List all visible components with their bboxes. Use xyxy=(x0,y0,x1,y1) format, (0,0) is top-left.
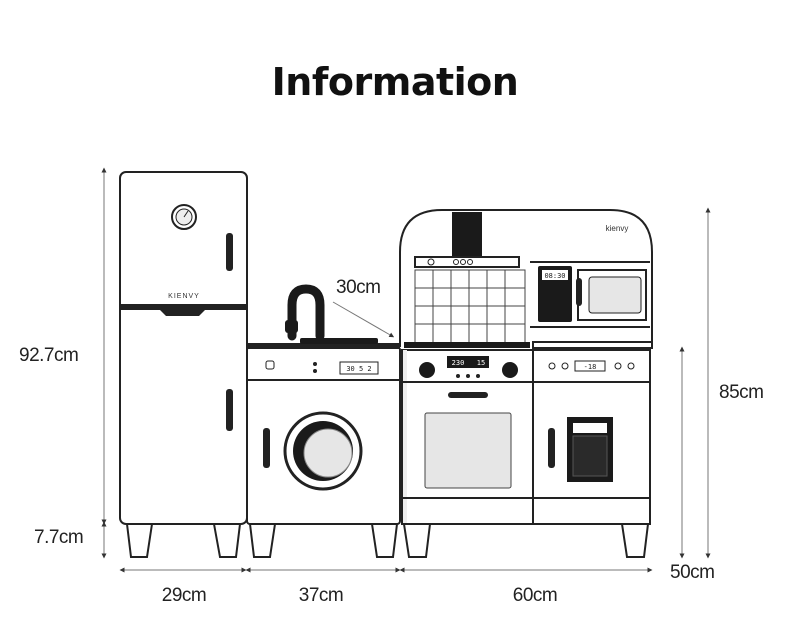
fridge-brand: KIENVY xyxy=(168,293,200,300)
fridge-bottom-handle xyxy=(226,389,233,431)
dim-washer-width: 37cm xyxy=(299,585,343,606)
dim-fridge-width: 29cm xyxy=(162,585,206,606)
washer-leg-left xyxy=(248,523,277,558)
tile-backsplash xyxy=(414,269,526,344)
range-hood xyxy=(452,212,482,257)
washer-display: 30 5 2 xyxy=(346,365,371,373)
dimension-lines xyxy=(101,167,711,573)
dim-counter-height: 50cm xyxy=(670,562,714,583)
washer xyxy=(246,284,401,558)
fridge xyxy=(119,171,248,558)
microwave-display: 08:30 xyxy=(544,272,565,280)
dim-stove-unit-height: 85cm xyxy=(719,382,763,403)
dim-fridge-height: 92.7cm xyxy=(19,345,78,366)
stove-leg-right xyxy=(620,523,650,558)
fridge-leg-left xyxy=(125,523,154,558)
oven-handle xyxy=(448,392,488,398)
cabinet-display: -18 xyxy=(584,363,597,371)
dim-counter-to-hood: 30cm xyxy=(336,277,380,298)
washer-leg-right xyxy=(370,523,399,558)
oven-display-small: 15 xyxy=(477,359,485,367)
oven-window xyxy=(424,412,512,489)
oven-knob-right xyxy=(502,362,518,378)
microwave-window xyxy=(588,276,642,314)
washer-handle xyxy=(263,428,270,468)
oven-knob-left xyxy=(419,362,435,378)
dim-leg-height: 7.7cm xyxy=(34,527,83,548)
faucet xyxy=(287,284,325,341)
oven-display: 230 xyxy=(452,359,465,367)
dim-stove-width: 60cm xyxy=(513,585,557,606)
fridge-leg-right xyxy=(212,523,242,558)
cabinet-handle xyxy=(548,428,555,468)
stove-brand: kienvy xyxy=(606,224,629,233)
page-title: Information xyxy=(271,60,519,104)
stove-unit xyxy=(399,209,653,558)
stove-leg-left xyxy=(402,523,432,558)
fridge-top-handle xyxy=(226,233,233,271)
